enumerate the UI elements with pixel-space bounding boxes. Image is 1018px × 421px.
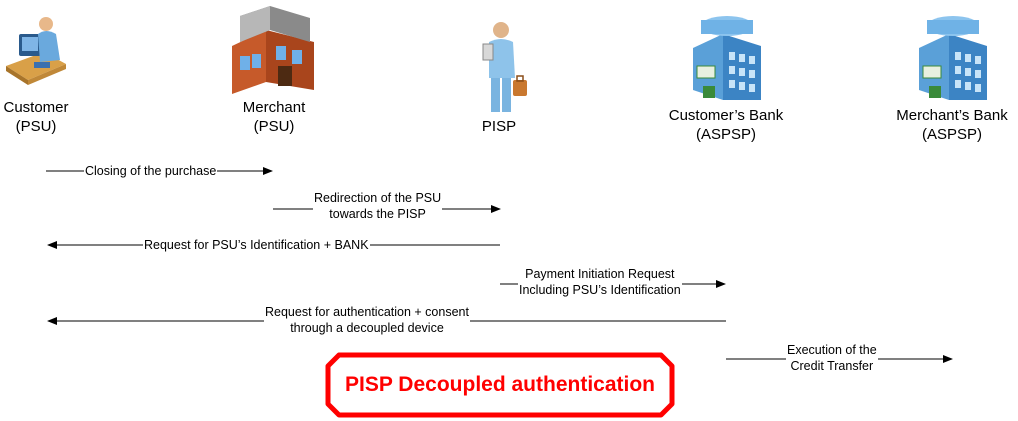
message-redirection: Redirection of the PSU towards the PISP — [313, 190, 443, 222]
bank-building-icon — [919, 16, 987, 100]
shop-building-icon — [232, 6, 314, 94]
businessman-icon — [482, 22, 527, 112]
banner-octagon-shape — [325, 352, 675, 418]
message-payment-initiation: Payment Initiation Request Including PSU… — [518, 266, 682, 298]
message-line: Closing of the purchase — [85, 164, 217, 178]
actor-merchant: Merchant (PSU) — [226, 2, 322, 136]
message-line: Including PSU’s Identification — [519, 283, 681, 297]
message-line: Redirection of the PSU — [314, 191, 442, 205]
message-execution-credit-transfer: Execution of the Credit Transfer — [786, 342, 878, 374]
message-line: Request for authentication + consent — [265, 305, 469, 319]
actor-pisp-name: PISP — [481, 118, 517, 135]
message-line: Request for PSU’s Identification + BANK — [144, 238, 369, 252]
banner-title: PISP Decoupled authentication — [345, 373, 655, 396]
message-request-authentication: Request for authentication + consent thr… — [264, 304, 470, 336]
actor-merchant-bank-name: Merchant’s Bank — [896, 107, 1008, 124]
actor-merchant-bank: Merchant’s Bank (ASPSP) — [882, 8, 1018, 144]
message-closing-of-purchase: Closing of the purchase — [84, 163, 218, 179]
message-line: Credit Transfer — [790, 359, 874, 373]
actor-customer-bank-name: Customer’s Bank — [668, 107, 784, 124]
actor-pisp: PISP — [459, 20, 539, 136]
actor-merchant-role: (PSU) — [253, 118, 295, 135]
message-line: towards the PISP — [329, 207, 426, 221]
bank-building-icon — [693, 16, 761, 100]
actor-merchant-bank-role: (ASPSP) — [921, 126, 982, 143]
actor-customer: Customer (PSU) — [0, 8, 76, 136]
actor-customer-bank: Customer’s Bank (ASPSP) — [656, 8, 796, 144]
message-request-identification: Request for PSU’s Identification + BANK — [143, 237, 370, 253]
person-at-computer-icon — [6, 17, 66, 85]
message-line: Execution of the — [787, 343, 877, 357]
actor-merchant-name: Merchant — [242, 99, 306, 116]
message-line: Payment Initiation Request — [525, 267, 675, 281]
actor-customer-bank-role: (ASPSP) — [695, 126, 756, 143]
message-line: through a decoupled device — [290, 321, 444, 335]
decoupled-authentication-banner: PISP Decoupled authentication — [325, 352, 675, 418]
actor-customer-name: Customer — [3, 99, 69, 116]
actor-customer-role: (PSU) — [15, 118, 57, 135]
